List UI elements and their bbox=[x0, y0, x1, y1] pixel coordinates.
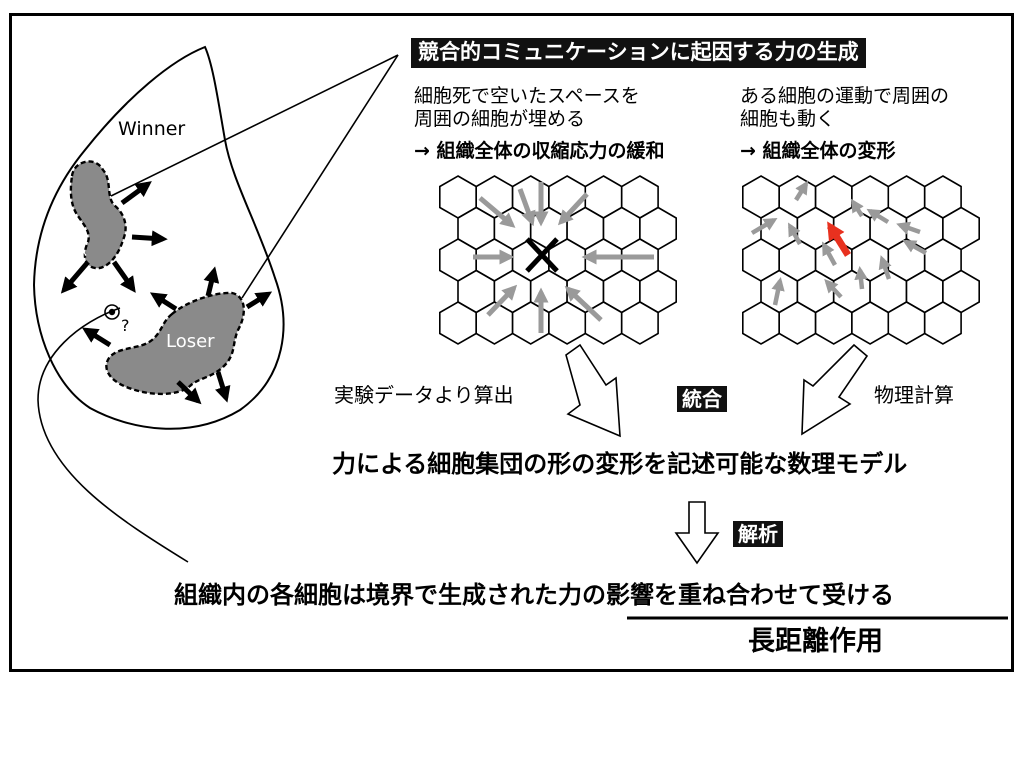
hex-cell bbox=[620, 301, 659, 345]
integration-tag: 統合 bbox=[677, 386, 727, 412]
hex-cell bbox=[923, 301, 962, 345]
flow-arrow-left bbox=[565, 343, 621, 438]
tissue-force-arrows bbox=[60, 181, 273, 405]
conclusion-prefix: 組織内の各細胞は境界で生成された bbox=[174, 581, 558, 609]
red-arrow bbox=[827, 221, 851, 257]
cross-mark bbox=[525, 237, 559, 273]
long-range-label: 長距離作用 bbox=[748, 626, 883, 657]
callout-line bbox=[241, 54, 399, 299]
left-source-label: 実験データより算出 bbox=[334, 383, 514, 407]
conclusion-underlined: 力の影響を重ね合わせて受ける bbox=[558, 581, 894, 609]
tissue-outline bbox=[32, 45, 285, 430]
analysis-tag: 解析 bbox=[733, 521, 783, 547]
callout-line bbox=[110, 54, 399, 197]
right-panel-line2: 細胞も動く bbox=[740, 108, 836, 130]
model-statement: 力による細胞集団の形の変形を記述可能な数理モデル bbox=[332, 450, 908, 478]
inward-arrows bbox=[473, 182, 654, 333]
loser-cell-lower bbox=[105, 291, 245, 396]
loser-cell-upper bbox=[69, 160, 127, 270]
hex-grid-right bbox=[741, 175, 981, 345]
winner-label: Winner bbox=[118, 118, 186, 140]
right-panel-result: → 組織全体の変形 bbox=[740, 140, 896, 162]
flow-arrow-right bbox=[801, 343, 869, 436]
migration-arrows bbox=[750, 180, 928, 306]
figure-frame bbox=[9, 13, 1014, 672]
target-cell-icon bbox=[104, 304, 120, 320]
conclusion: 組織内の各細胞は境界で生成された力の影響を重ね合わせて受ける bbox=[174, 583, 894, 607]
left-panel-line1: 細胞死で空いたスペースを bbox=[414, 85, 640, 107]
loser-label-lower: Loser bbox=[166, 331, 215, 352]
heading: 競合的コミュニケーションに起因する力の生成 bbox=[411, 38, 866, 68]
left-panel-line2: 周囲の細胞が埋める bbox=[414, 108, 586, 130]
left-panel-result: → 組織全体の収縮応力の緩和 bbox=[414, 140, 665, 162]
unknown-mark: ? bbox=[121, 316, 130, 335]
right-panel-line1: ある細胞の運動で周囲の bbox=[740, 85, 950, 107]
hex-grid-left bbox=[438, 175, 678, 345]
flow-arrow-down bbox=[674, 501, 720, 565]
right-source-label: 物理計算 bbox=[874, 383, 954, 407]
callout-curve bbox=[37, 307, 189, 563]
